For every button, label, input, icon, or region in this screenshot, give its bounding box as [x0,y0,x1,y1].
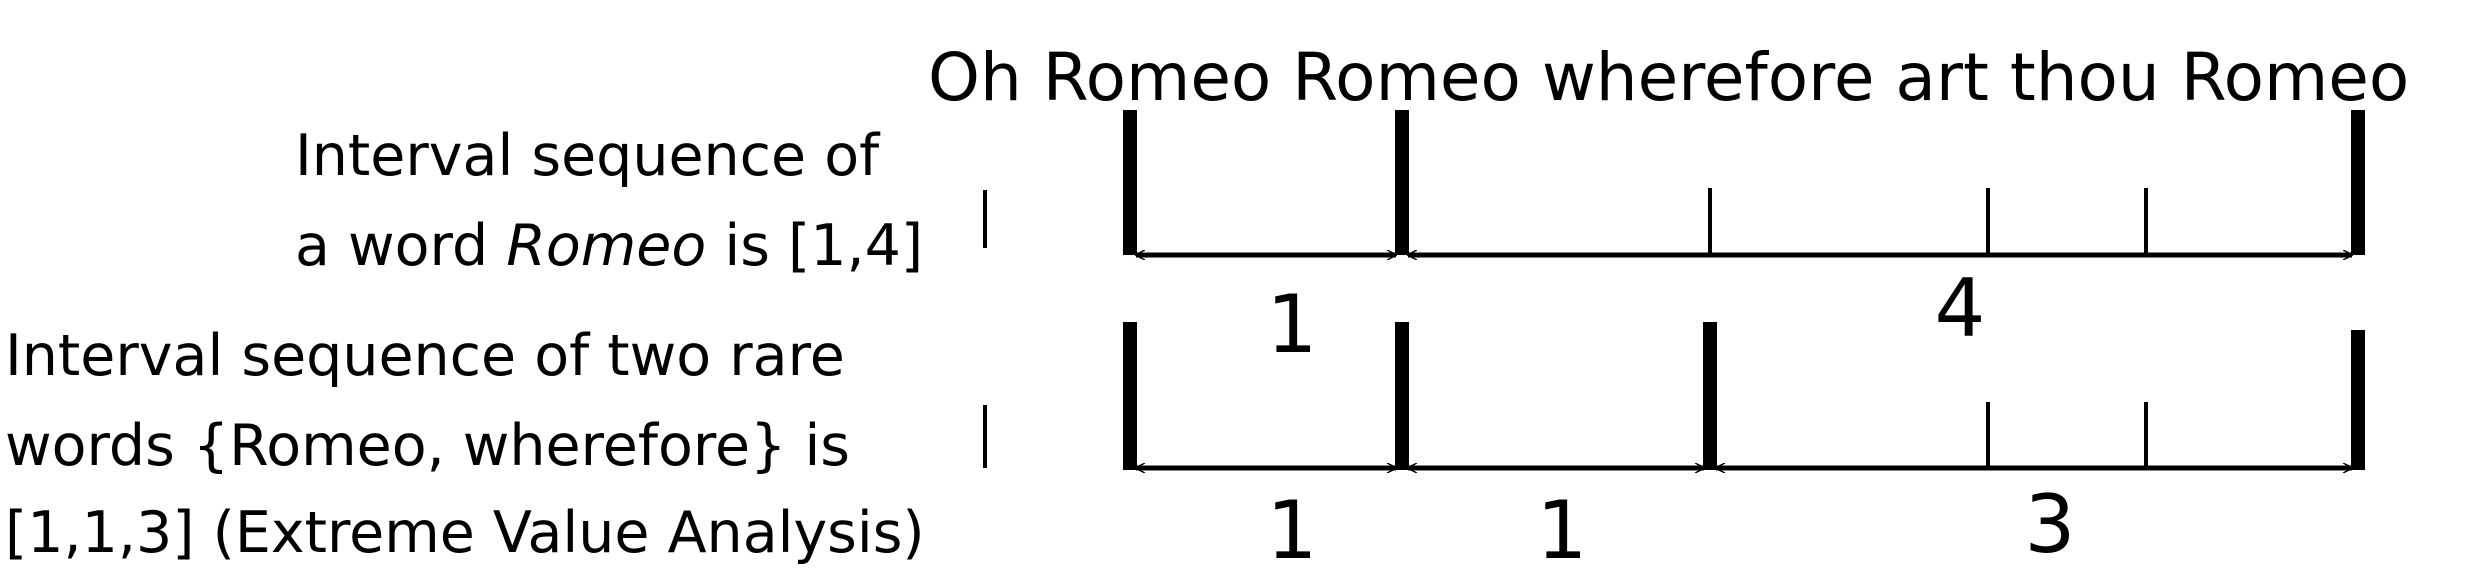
row1-label-pre: a word [295,213,506,279]
row1-interval-1: 1 [1267,278,1318,371]
sentence-text: Oh Romeo Romeo wherefore art thou Romeo [928,39,2409,116]
row2-interval-2: 1 [1537,484,1588,572]
row1-label-word: Romeo [506,213,706,279]
row1-label-line2: a word Romeo is [1,4] [295,213,923,279]
row2-interval-3: 3 [2025,478,2076,571]
row1-label-line1: Interval sequence of [295,123,881,189]
row2-label-line1: Interval sequence of two rare [5,323,845,389]
row1-interval-2: 4 [1935,262,1986,355]
row2-label-line3: [1,1,3] (Extreme Value Analysis) [5,500,925,566]
row1-label-post: is [1,4] [706,213,923,279]
row2-label-line2: words {Romeo, wherefore} is [5,413,850,479]
row2-interval-1: 1 [1267,484,1318,572]
